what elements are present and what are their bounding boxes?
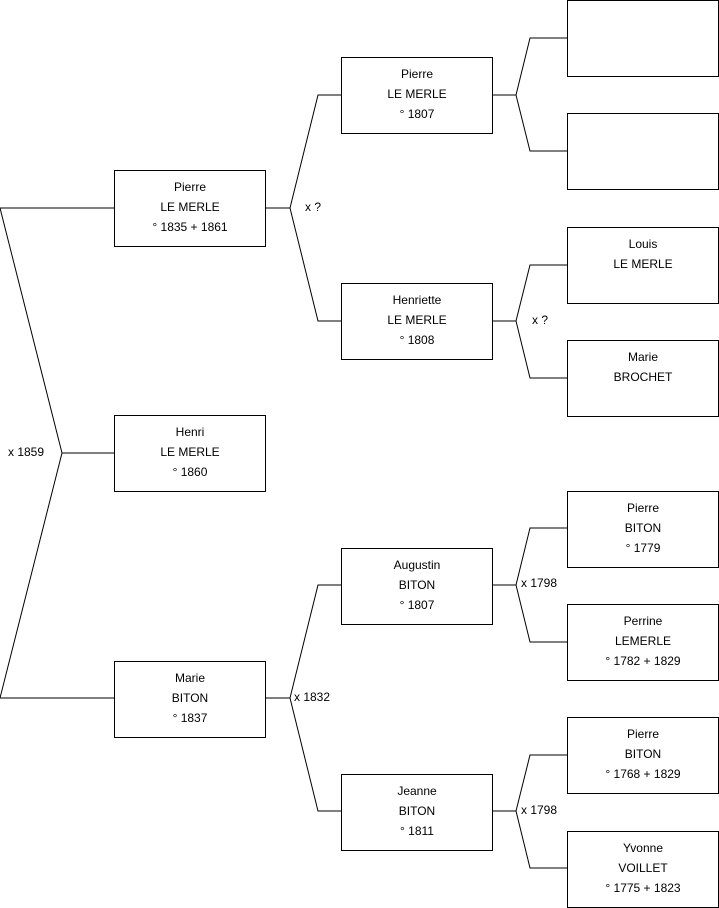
person-box-marie-1837: Marie BITON ° 1837 bbox=[114, 661, 266, 738]
person-last-name: LE MERLE bbox=[387, 87, 447, 101]
person-first-name: Henri bbox=[175, 425, 205, 439]
person-first-name: Henriette bbox=[392, 293, 442, 307]
person-dates: ° 1835 + 1861 bbox=[152, 220, 228, 234]
person-dates: ° 1779 bbox=[625, 541, 661, 555]
person-first-name: Yvonne bbox=[622, 841, 664, 855]
person-first-name: Marie bbox=[627, 350, 658, 364]
person-last-name: BITON bbox=[624, 747, 662, 761]
marriage-label-jeanne-parents: x 1798 bbox=[521, 803, 558, 817]
person-box-henri: Henri LE MERLE ° 1860 bbox=[114, 415, 266, 492]
person-first-name: Pierre bbox=[173, 180, 206, 194]
person-dates: ° 1837 bbox=[172, 711, 208, 725]
person-box-louis: Louis LE MERLE bbox=[567, 227, 719, 304]
marriage-label-pierre-parents: x ? bbox=[305, 200, 322, 214]
person-last-name: BROCHET bbox=[613, 370, 673, 384]
connector-pierre-1807 bbox=[515, 37, 567, 152]
person-box-empty-1 bbox=[567, 0, 719, 77]
connector-pierre-1835 bbox=[289, 94, 341, 322]
person-dates: ° 1782 + 1829 bbox=[605, 654, 681, 668]
person-first-name: Perrine bbox=[623, 614, 663, 628]
person-box-marie-brochet: Marie BROCHET bbox=[567, 340, 719, 417]
person-box-empty-2 bbox=[567, 113, 719, 190]
marriage-label-henri-parents: x 1859 bbox=[8, 445, 45, 459]
person-last-name: LE MERLE bbox=[160, 200, 220, 214]
person-last-name: LEMERLE bbox=[614, 634, 672, 648]
marriage-label-henriette-parents: x ? bbox=[532, 313, 549, 327]
person-dates: ° 1860 bbox=[172, 465, 208, 479]
person-box-yvonne-1775: Yvonne VOILLET ° 1775 + 1823 bbox=[567, 831, 719, 908]
person-last-name: BITON bbox=[398, 578, 436, 592]
person-dates: ° 1807 bbox=[399, 107, 435, 121]
person-last-name: VOILLET bbox=[618, 861, 668, 875]
person-dates: ° 1807 bbox=[399, 598, 435, 612]
person-dates: ° 1811 bbox=[400, 824, 434, 838]
person-first-name: Pierre bbox=[626, 727, 659, 741]
person-box-pierre-1768: Pierre BITON ° 1768 + 1829 bbox=[567, 717, 719, 794]
marriage-label-augustin-parents: x 1798 bbox=[521, 576, 558, 590]
person-box-pierre-1807: Pierre LE MERLE ° 1807 bbox=[341, 57, 493, 134]
person-first-name: Augustin bbox=[393, 558, 441, 572]
connector-marie-1837 bbox=[289, 584, 341, 812]
person-box-jeanne-1811: Jeanne BITON ° 1811 bbox=[341, 774, 493, 851]
person-box-pierre-1835: Pierre LE MERLE ° 1835 + 1861 bbox=[114, 170, 266, 247]
person-box-augustin-1807: Augustin BITON ° 1807 bbox=[341, 548, 493, 625]
person-last-name: LE MERLE bbox=[160, 445, 220, 459]
person-box-pierre-1779: Pierre BITON ° 1779 bbox=[567, 491, 719, 568]
person-first-name: Pierre bbox=[400, 67, 433, 81]
person-first-name: Jeanne bbox=[397, 784, 437, 798]
person-first-name: Marie bbox=[174, 671, 205, 685]
connector-augustin bbox=[515, 527, 567, 643]
person-last-name: BITON bbox=[398, 804, 436, 818]
person-last-name: LE MERLE bbox=[613, 257, 673, 271]
person-dates: ° 1768 + 1829 bbox=[605, 767, 681, 781]
person-last-name: LE MERLE bbox=[387, 313, 447, 327]
person-box-henriette-1808: Henriette LE MERLE ° 1808 bbox=[341, 283, 493, 360]
person-last-name: BITON bbox=[171, 691, 209, 705]
person-last-name: BITON bbox=[624, 521, 662, 535]
connector-jeanne bbox=[515, 754, 567, 869]
person-box-perrine-1782: Perrine LEMERLE ° 1782 + 1829 bbox=[567, 604, 719, 681]
person-first-name: Louis bbox=[628, 237, 658, 251]
person-dates: ° 1808 bbox=[399, 333, 435, 347]
marriage-label-marie-parents: x 1832 bbox=[294, 690, 331, 704]
person-first-name: Pierre bbox=[626, 501, 659, 515]
person-dates: ° 1775 + 1823 bbox=[605, 881, 681, 895]
connector-henriette bbox=[515, 264, 567, 379]
